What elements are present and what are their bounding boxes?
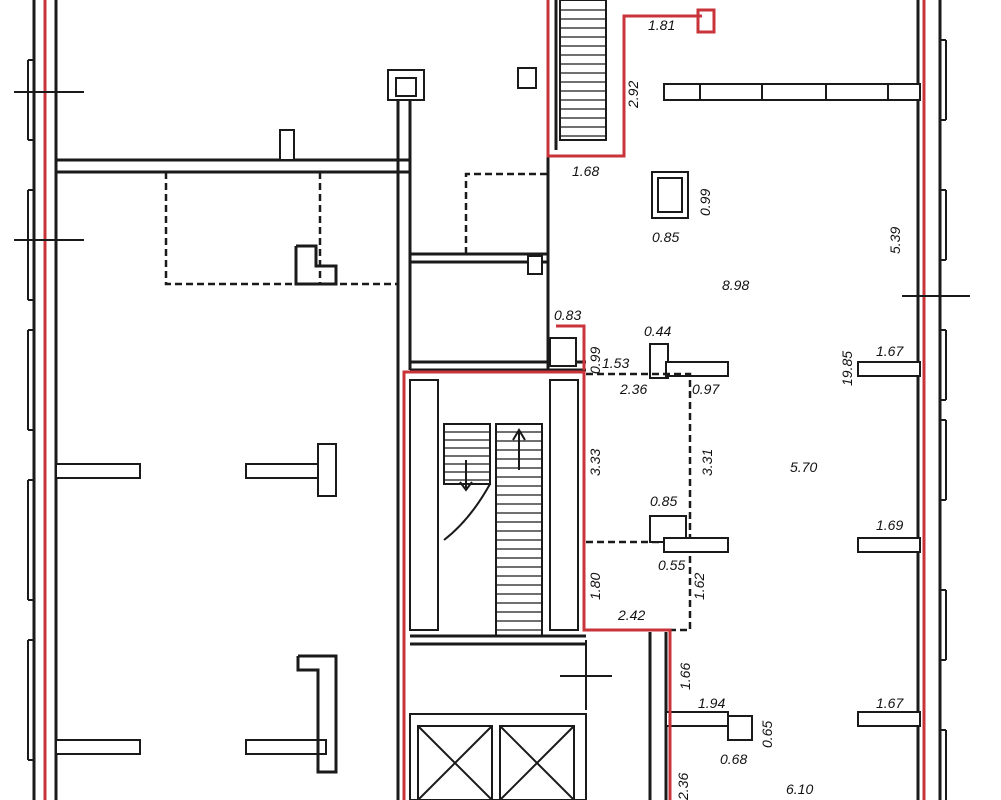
- dim-label: 0.85: [650, 493, 677, 509]
- highlight-boundary: [402, 0, 716, 800]
- dim-label: 1.80: [587, 573, 603, 600]
- dim-label: 3.31: [699, 449, 715, 476]
- dim-label: 3.33: [587, 449, 603, 476]
- dim-label: 1.67: [876, 695, 904, 711]
- dim-label: 1.81: [648, 17, 675, 33]
- dim-label: 0.55: [658, 557, 685, 573]
- dim-label: 0.99: [697, 189, 713, 216]
- upper-stair: [559, 0, 607, 141]
- left-exterior-wall: [14, 0, 84, 800]
- lower-stair-down: [443, 423, 491, 541]
- dim-label: 1.66: [677, 663, 693, 690]
- dimension-labels: 1.81 2.92 1.68 0.99 0.85 5.39 8.98 0.83 …: [554, 17, 904, 800]
- dim-label: 2.36: [619, 381, 647, 397]
- dim-label: 19.85: [839, 351, 855, 386]
- dim-label: 2.92: [625, 81, 641, 109]
- dim-label: 0.44: [644, 323, 671, 339]
- dim-label: 0.68: [720, 751, 747, 767]
- dim-label: 2.42: [617, 607, 645, 623]
- dim-label: 1.69: [876, 517, 903, 533]
- dim-label: 5.39: [887, 227, 903, 254]
- dim-label: 1.67: [876, 343, 904, 359]
- dim-label: 5.70: [790, 459, 817, 475]
- dim-label: 1.53: [602, 355, 629, 371]
- dim-label: 8.98: [722, 277, 749, 293]
- dim-label: 6.10: [786, 781, 813, 797]
- dim-label: 0.65: [759, 721, 775, 748]
- dim-label: 0.83: [554, 307, 581, 323]
- dim-label: 0.85: [652, 229, 679, 245]
- dim-label: 1.94: [698, 695, 725, 711]
- left-hall-walls: [55, 69, 425, 800]
- lift-shafts: [409, 713, 587, 800]
- lower-stair-up: [495, 423, 543, 637]
- dim-label: 0.99: [587, 347, 603, 374]
- dim-label: 2.36: [675, 773, 691, 800]
- central-core: [409, 0, 668, 800]
- dim-label: 1.62: [691, 573, 707, 600]
- dim-label: 0.97: [692, 381, 720, 397]
- right-hall-walls: [586, 83, 921, 741]
- dim-label: 1.68: [572, 163, 599, 179]
- right-exterior-wall: [902, 0, 970, 800]
